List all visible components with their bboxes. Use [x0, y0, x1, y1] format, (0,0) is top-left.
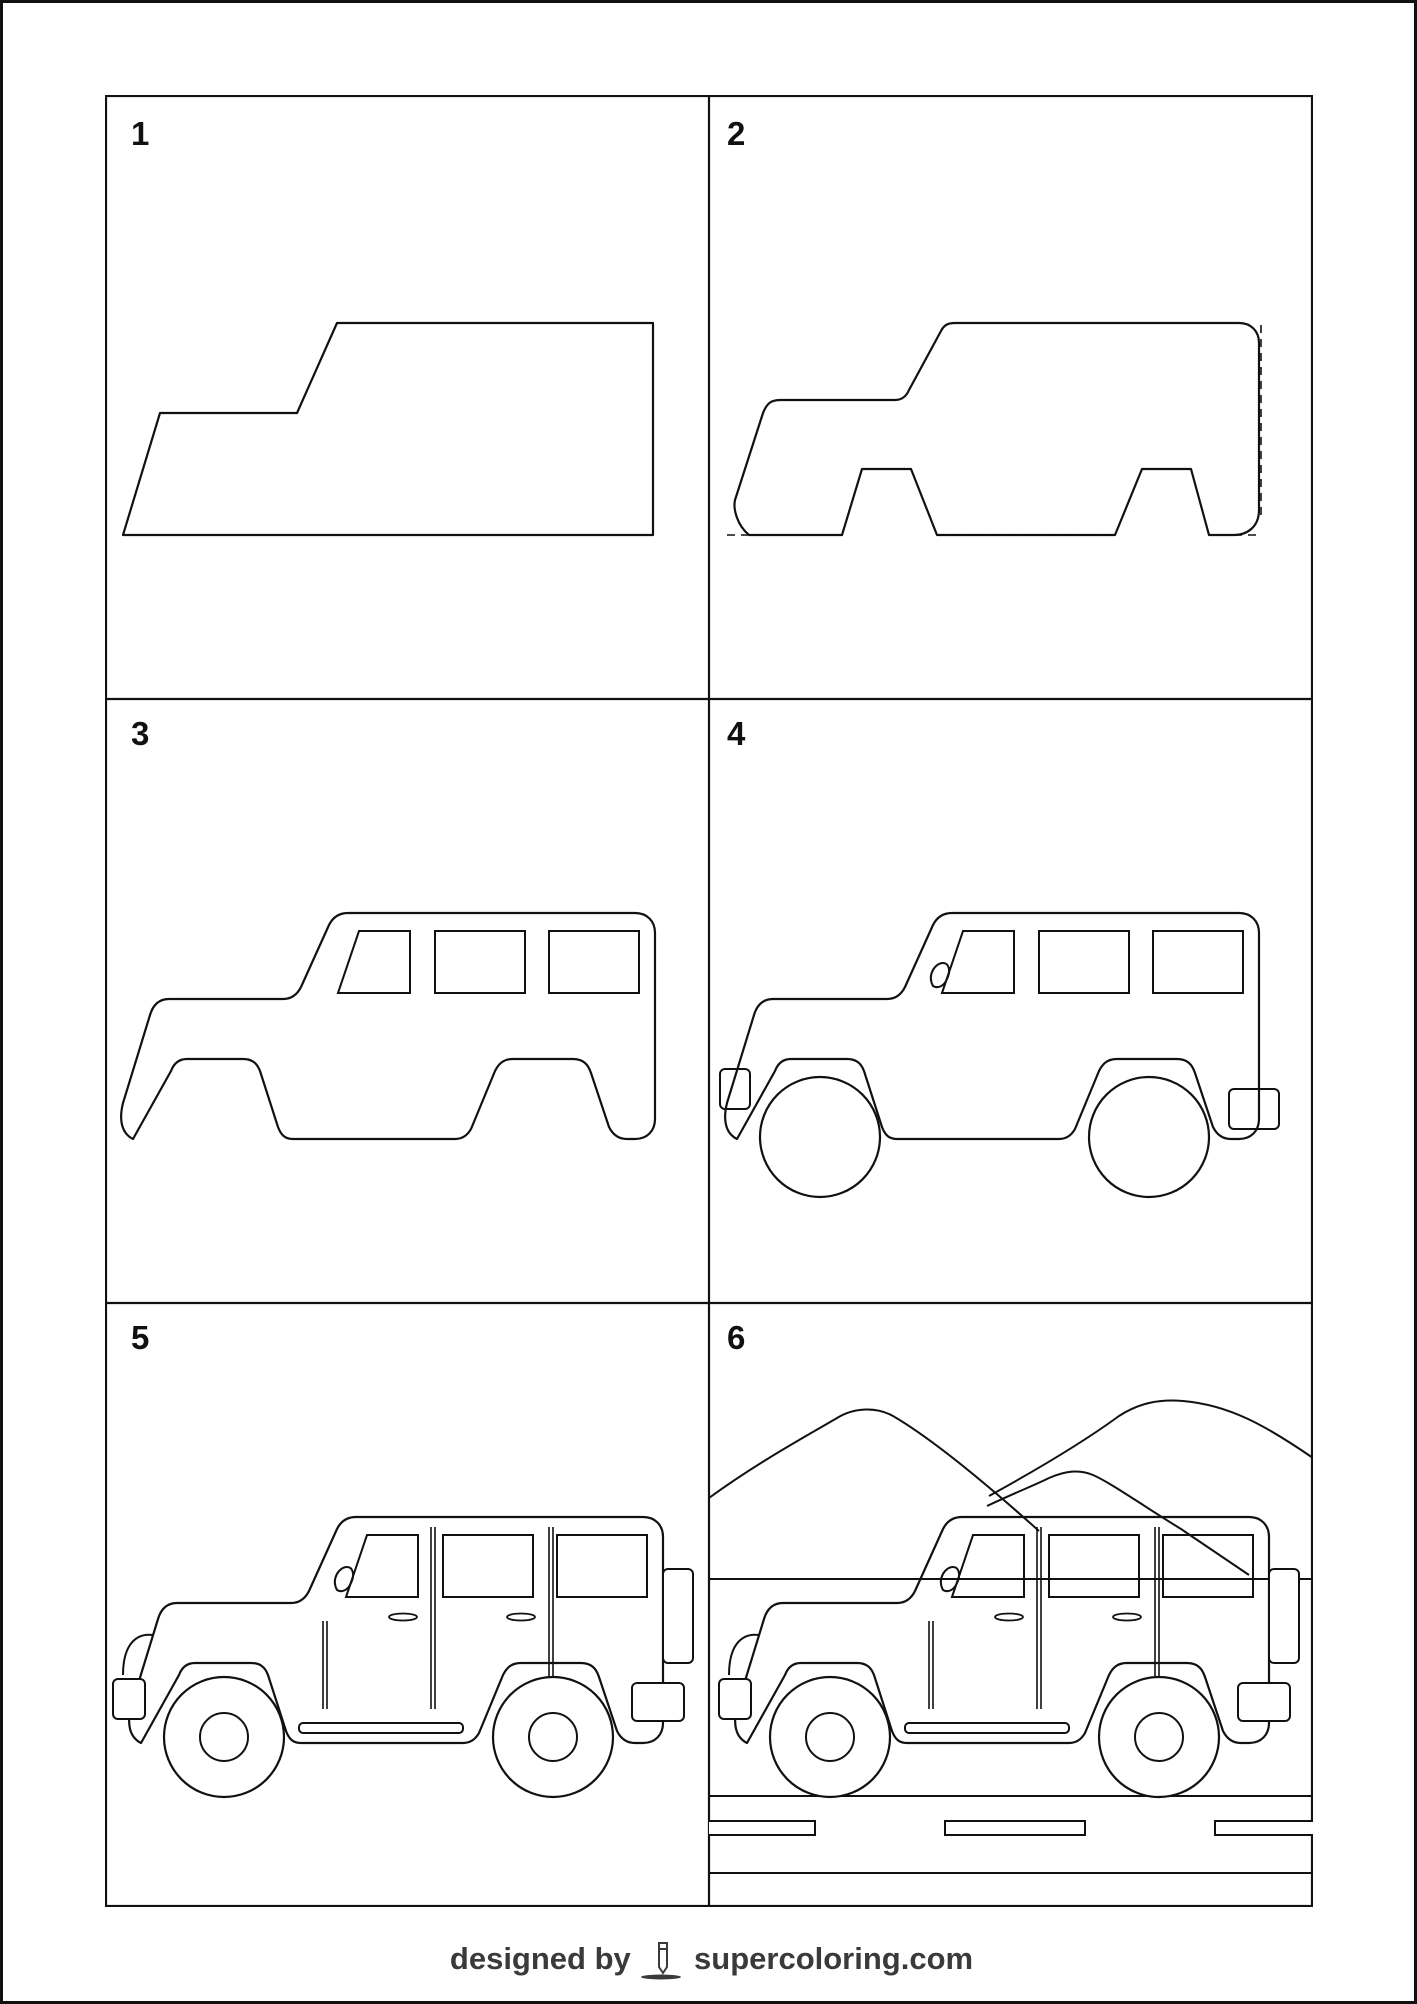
crayon-icon [639, 1941, 685, 1981]
step-number: 5 [131, 1319, 150, 1356]
step-number: 1 [131, 115, 150, 152]
mountain-middle [986, 1470, 1250, 1576]
step-number: 6 [727, 1319, 746, 1356]
step-grid-drawing [105, 95, 1313, 1907]
step-6-drawing [709, 1399, 1313, 1874]
step-3-drawing [121, 913, 655, 1139]
step-1-drawing [121, 321, 655, 537]
step-4-drawing [720, 913, 1279, 1197]
footer-site-link[interactable]: supercoloring.com [694, 1941, 974, 1977]
jeep-drawing [719, 1503, 1299, 1803]
footer-prefix: designed by [449, 1941, 631, 1977]
step-grid: 1 2 3 4 5 6 [105, 95, 1313, 1907]
road-stripe [709, 1820, 816, 1836]
step-number: 4 [727, 715, 746, 752]
footer-credit: designed by supercoloring.com [3, 1941, 1417, 1981]
road-stripe [944, 1820, 1086, 1836]
step-number: 3 [131, 715, 150, 752]
step-2-drawing [725, 321, 1263, 537]
mountain-left [709, 1408, 1040, 1532]
road-stripe [1214, 1820, 1313, 1836]
step-5-drawing [113, 1517, 693, 1797]
step-number: 2 [727, 115, 746, 152]
mountain-right [988, 1399, 1313, 1497]
